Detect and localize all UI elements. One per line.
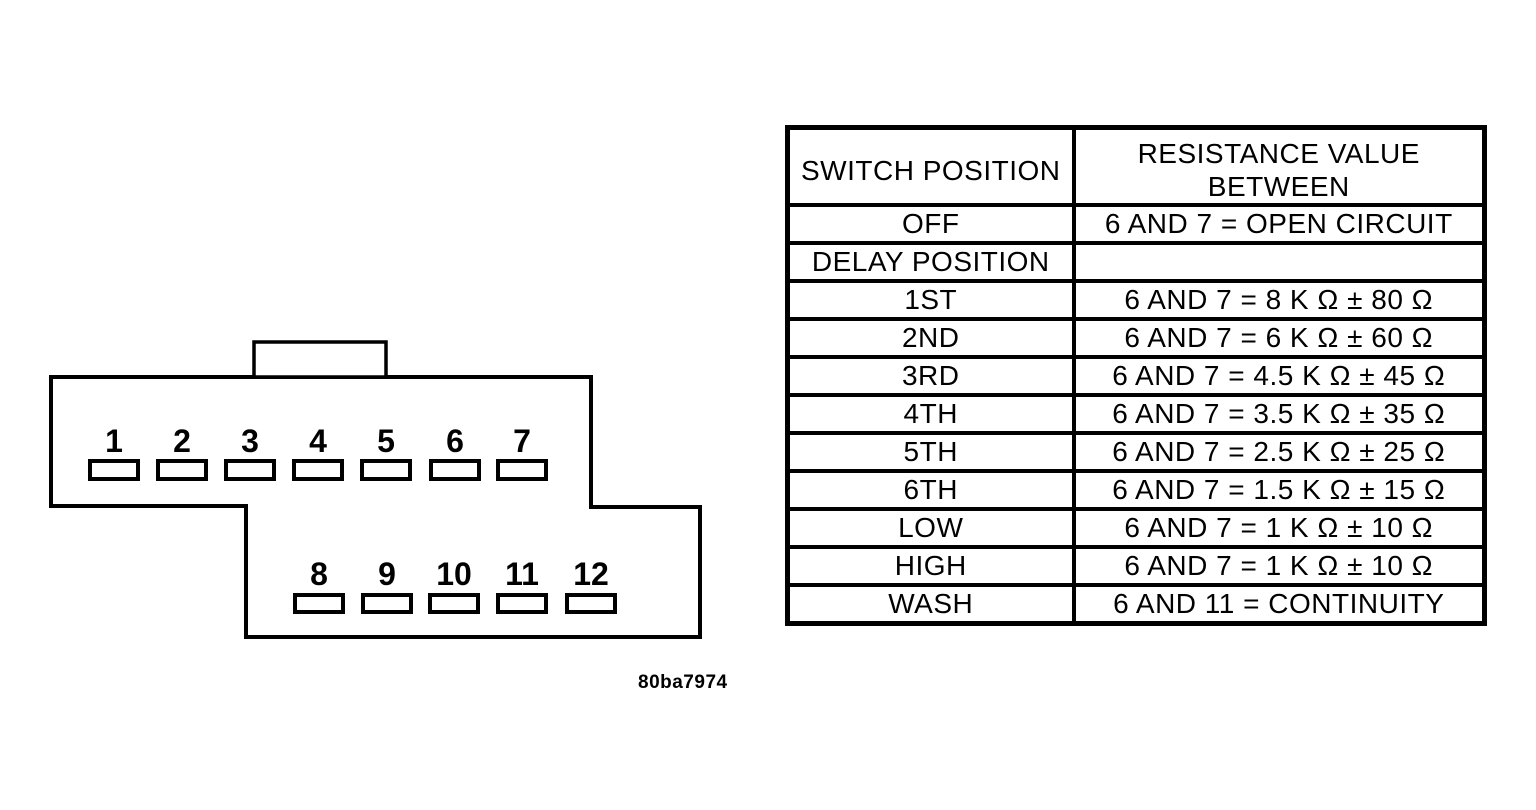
resistance-value-cell: 6 AND 7 = 6 K Ω ± 60 Ω: [1071, 317, 1487, 359]
pin-number-4: 4: [309, 423, 327, 459]
pin-number-7: 7: [513, 423, 531, 459]
resistance-value-cell: 6 AND 7 = 1.5 K Ω ± 15 Ω: [1071, 469, 1487, 511]
pin-number-2: 2: [173, 423, 191, 459]
pin-number-12: 12: [573, 556, 609, 592]
connector-tab: [252, 340, 388, 379]
pin-number-10: 10: [436, 556, 472, 592]
pin-box-8: [293, 593, 345, 614]
switch-position-cell: 6TH: [785, 469, 1076, 511]
resistance-table: SWITCH POSITION RESISTANCE VALUE BETWEEN…: [785, 125, 1487, 626]
figure-code-label: 80ba7974: [638, 672, 728, 693]
pin-box-6: [429, 459, 481, 481]
switch-position-cell: 3RD: [785, 355, 1076, 397]
pin-box-4: [292, 459, 344, 481]
pin-box-1: [88, 459, 140, 481]
resistance-value-cell: 6 AND 11 = CONTINUITY: [1071, 583, 1487, 625]
resistance-value-header: RESISTANCE VALUE BETWEEN: [1071, 125, 1487, 207]
pin-box-9: [361, 593, 413, 614]
pin-box-10: [428, 593, 480, 614]
pin-number-1: 1: [105, 423, 123, 459]
resistance-value-cell: 6 AND 7 = OPEN CIRCUIT: [1071, 203, 1487, 245]
resistance-table-head: SWITCH POSITION RESISTANCE VALUE BETWEEN: [785, 125, 1487, 207]
top-pin-row: 1 2 3 4 5 6 7: [88, 423, 548, 481]
switch-position-cell: LOW: [785, 507, 1076, 549]
switch-position-header-text: SWITCH POSITION: [801, 154, 1061, 186]
pin-box-2: [156, 459, 208, 481]
table-row: DELAY POSITION: [785, 241, 1487, 283]
pin-number-8: 8: [310, 556, 328, 592]
bottom-pin-row: 8 9 10 11 12: [293, 556, 617, 614]
switch-position-cell: 4TH: [785, 393, 1076, 435]
resistance-value-cell: 6 AND 7 = 1 K Ω ± 10 Ω: [1071, 545, 1487, 587]
pin-box-5: [360, 459, 412, 481]
resistance-value-cell: 6 AND 7 = 4.5 K Ω ± 45 Ω: [1071, 355, 1487, 397]
switch-position-cell: HIGH: [785, 545, 1076, 587]
switch-position-cell: 5TH: [785, 431, 1076, 473]
pin-number-5: 5: [377, 423, 395, 459]
pin-number-9: 9: [378, 556, 396, 592]
pin-box-12: [565, 593, 617, 614]
pin-number-11: 11: [505, 556, 539, 592]
switch-position-cell: WASH: [785, 583, 1076, 625]
resistance-value-cell: 6 AND 7 = 1 K Ω ± 10 Ω: [1071, 507, 1487, 549]
pin-box-11: [496, 593, 548, 614]
switch-position-cell: 1ST: [785, 279, 1076, 321]
resistance-value-header-text: RESISTANCE VALUE BETWEEN: [1137, 138, 1420, 202]
resistance-value-cell: [1071, 241, 1487, 283]
connector-outline: [49, 375, 702, 639]
pin-box-7: [496, 459, 548, 481]
table-header-row: SWITCH POSITION RESISTANCE VALUE BETWEEN: [785, 125, 1487, 207]
pin-number-6: 6: [446, 423, 464, 459]
switch-position-header: SWITCH POSITION: [785, 125, 1076, 207]
switch-position-cell: DELAY POSITION: [785, 241, 1076, 283]
pin-box-3: [224, 459, 276, 481]
pin-number-3: 3: [241, 423, 259, 459]
switch-position-cell: OFF: [785, 203, 1076, 245]
resistance-value-cell: 6 AND 7 = 3.5 K Ω ± 35 Ω: [1071, 393, 1487, 435]
switch-position-cell: 2ND: [785, 317, 1076, 359]
resistance-value-cell: 6 AND 7 = 8 K Ω ± 80 Ω: [1071, 279, 1487, 321]
resistance-value-cell: 6 AND 7 = 2.5 K Ω ± 25 Ω: [1071, 431, 1487, 473]
